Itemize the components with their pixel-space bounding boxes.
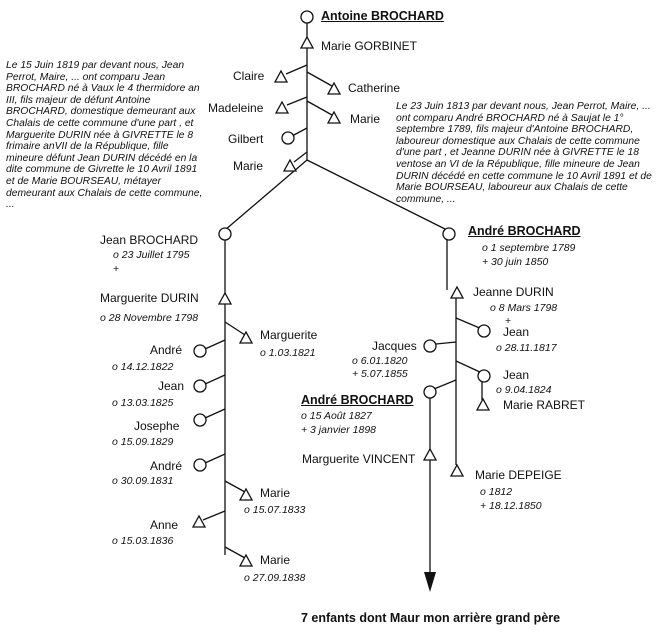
person-claire: Claire <box>233 69 265 83</box>
person-andre-1822: André <box>150 343 183 357</box>
birth-marie-depeige: o 1812 <box>480 486 513 498</box>
birth-jeanne-durin: o 8 Mars 1798 <box>490 302 558 314</box>
birth-andre-1827: o 15 Août 1827 <box>301 410 372 422</box>
death-andre-1827: + 3 janvier 1898 <box>301 424 377 436</box>
female-marker-marie-1 <box>326 110 342 124</box>
male-marker-gilbert <box>281 131 295 145</box>
male-marker-andre-1831 <box>193 458 207 472</box>
person-marguerite-vincent: Marguerite VINCENT <box>302 452 416 466</box>
death-marie-depeige: + 18.12.1850 <box>480 500 542 512</box>
birth-jean-1825: o 13.03.1825 <box>112 397 174 409</box>
person-gilbert: Gilbert <box>228 132 264 146</box>
person-marie-rabret: Marie RABRET <box>503 398 586 412</box>
male-marker-jean-1817 <box>477 324 491 338</box>
person-jeanne-durin: Jeanne DURIN <box>473 285 554 299</box>
person-andre-1831: André <box>150 459 183 473</box>
person-marie-1838: Marie <box>260 553 291 567</box>
person-anne-1836: Anne <box>150 518 179 532</box>
birth-andre-1831: o 30.09.1831 <box>112 475 174 487</box>
female-marker-claire <box>273 69 289 83</box>
birth-marie-1833: o 15.07.1833 <box>244 504 306 516</box>
birth-jean-1817: o 28.11.1817 <box>496 342 557 354</box>
person-marie-1833: Marie <box>260 486 291 500</box>
person-andre-brochard-1827: André BROCHARD <box>301 393 414 407</box>
person-marguerite-durin: Marguerite DURIN <box>100 291 199 305</box>
birth-andre-1822: o 14.12.1822 <box>112 361 174 373</box>
person-marie-gorbinet: Marie GORBINET <box>321 39 418 53</box>
male-marker-andre-1789 <box>442 227 456 241</box>
birth-josephe-1829: o 15.09.1829 <box>112 436 174 448</box>
person-marie-1: Marie <box>350 112 381 126</box>
marriage-note-left: Le 15 Juin 1819 par devant nous, Jean Pe… <box>6 60 203 211</box>
birth-marguerite-1821: o 1.03.1821 <box>260 347 316 359</box>
male-marker-andre-1822 <box>193 344 207 358</box>
female-marker-madeleine <box>274 100 290 114</box>
female-marker-marie-2 <box>282 158 298 172</box>
female-marker-marie-1838 <box>238 553 254 567</box>
female-marker-anne <box>191 514 207 528</box>
person-andre-brochard-1789: André BROCHARD <box>468 224 581 238</box>
birth-jean-1795: o 23 Juillet 1795 <box>113 249 190 261</box>
person-jean-1817: Jean <box>503 325 530 339</box>
person-jean-brochard-1795: Jean BROCHARD <box>100 233 199 247</box>
caption-bottom: 7 enfants dont Maur mon arrière grand pè… <box>301 611 561 625</box>
female-marker-marguerite-durin <box>217 291 233 305</box>
death-jeanne-durin: + <box>505 315 512 327</box>
female-marker-marguerite-vincent <box>422 447 438 461</box>
male-marker-jean-1824 <box>477 369 491 383</box>
person-jean-1825: Jean <box>158 379 185 393</box>
person-jean-1824: Jean <box>503 368 530 382</box>
female-marker-marie-depeige <box>449 463 465 477</box>
female-marker-marguerite-1821 <box>238 330 254 344</box>
birth-jean-1824: o 9.04.1824 <box>496 384 552 396</box>
death-jean-1795: + <box>113 263 120 275</box>
female-marker-marie-gorbinet <box>299 35 315 49</box>
birth-jacques-1820: o 6.01.1820 <box>352 355 408 367</box>
death-jacques-1820: + 5.07.1855 <box>352 368 408 380</box>
person-josephe-1829: Josephe <box>134 419 180 433</box>
female-marker-jeanne-durin <box>449 285 465 299</box>
person-marie-2: Marie <box>233 159 264 173</box>
marriage-note-right: Le 23 Juin 1813 par devant nous, Jean Pe… <box>396 101 652 205</box>
female-marker-marie-rabret <box>475 397 491 411</box>
person-catherine: Catherine <box>348 81 401 95</box>
death-andre-1789: + 30 juin 1850 <box>482 256 549 268</box>
birth-marguerite-durin: o 28 Novembre 1798 <box>100 312 199 324</box>
female-marker-catherine <box>326 81 342 95</box>
person-jacques-1820: Jacques <box>372 339 417 353</box>
birth-andre-1789: o 1 septembre 1789 <box>482 242 576 254</box>
male-marker-andre-1827 <box>423 385 437 399</box>
female-marker-marie-1833 <box>238 487 254 501</box>
birth-marie-1838: o 27.09.1838 <box>244 572 306 584</box>
male-marker-jacques <box>423 339 437 353</box>
male-marker-jean-1795 <box>218 227 232 241</box>
person-madeleine: Madeleine <box>208 101 264 115</box>
person-antoine-brochard: Antoine BROCHARD <box>321 9 444 23</box>
person-marguerite-1821: Marguerite <box>260 328 318 342</box>
person-marie-depeige: Marie DEPEIGE <box>475 468 562 482</box>
birth-anne-1836: o 15.03.1836 <box>112 535 174 547</box>
male-marker-antoine <box>300 10 314 24</box>
male-marker-josephe <box>193 413 207 427</box>
male-marker-jean-1825 <box>193 379 207 393</box>
